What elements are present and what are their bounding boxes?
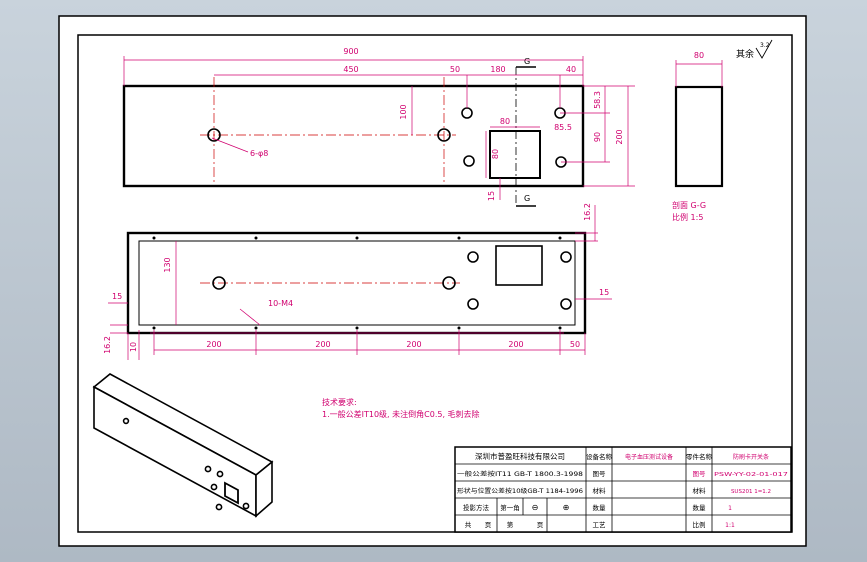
roughness-label: 其余 [736, 48, 754, 60]
quantity-value: 1 [728, 505, 732, 512]
sheet-symbol-icon: ⊕ [563, 503, 570, 512]
square-pocket [489, 130, 541, 179]
drawing-no-label-2: 图号 [693, 470, 707, 478]
roughness-symbol: 其余 3.2 [736, 39, 773, 60]
hole [467, 298, 479, 310]
scale-label: 比例 [693, 520, 706, 529]
dim-80-vertical: 80 [491, 149, 500, 159]
dim-front-spacing: 50 [570, 340, 580, 349]
material-value: SUS201 1=1.2 [731, 489, 771, 495]
part-value: 防刷卡开关条 [733, 453, 769, 461]
dim-vertical-100: 100 [399, 104, 408, 119]
roughness-value: 3.2 [760, 42, 770, 49]
side-view-outline [674, 85, 724, 188]
dim-front-spacing: 200 [206, 340, 221, 349]
dim-hole-spacing: 450 [343, 65, 358, 74]
total-label: 共 [465, 520, 472, 529]
page-label: 页 [485, 521, 492, 529]
tolerance-standard-2: 形状与位置公差按10级GB-T 1184-1996 [457, 487, 583, 495]
section-mark-top: G [524, 57, 530, 66]
title-block: 深圳市普盈旺科技有限公司 设备名称 电子血压测试设备 零件名称 防刷卡开关条 一… [454, 446, 792, 533]
process-label: 工艺 [593, 521, 607, 529]
dim-15: 15 [487, 191, 496, 201]
dim-front-130: 130 [163, 257, 172, 272]
dim-90: 90 [593, 132, 602, 142]
projection-label: 投影方法 [463, 503, 490, 512]
dim-front-15-left: 15 [112, 292, 122, 301]
hole [463, 155, 475, 167]
material-label: 材料 [593, 486, 607, 495]
dim-80-horizontal: 80 [500, 117, 510, 126]
sheet-label: 第一角 [500, 503, 520, 512]
hole [437, 128, 451, 142]
hole [560, 298, 572, 310]
scale-value: 1:1 [725, 522, 735, 529]
hole [207, 128, 221, 142]
tech-req-line1: 1.一般公差IT10级, 未注倒角C0.5, 毛刺去除 [322, 409, 480, 419]
part-label: 零件名称 [686, 452, 713, 461]
dim-front-spacing: 200 [406, 340, 421, 349]
side-view: 80 剖面 G-G 比例 1:5 [672, 51, 724, 222]
hole [467, 251, 479, 263]
dim-front-15-right: 15 [599, 288, 609, 297]
dim-side-thickness: 80 [694, 51, 704, 60]
section-scale: 比例 1:5 [672, 212, 703, 222]
tolerance-standard-1: 一般公差按IT11 GB-T 1800.3-1998 [457, 470, 583, 478]
hole-callout: 6-φ8 [250, 149, 268, 158]
dim-front-10: 10 [129, 342, 138, 352]
dim-front-16-2-top: 16.2 [583, 203, 592, 221]
hole [212, 276, 226, 290]
tech-req-title: 技术要求: [322, 397, 357, 407]
section-label: 剖面 G-G [672, 200, 706, 210]
isometric-view [92, 373, 274, 518]
no-label: 第 [507, 520, 514, 529]
section-mark-bottom: G [524, 194, 530, 203]
quantity-label-2: 数量 [693, 503, 707, 512]
dim-hole-offset: 50 [450, 65, 460, 74]
inner-border [77, 34, 793, 533]
front-view: 130 15 16.2 15 10-M4 16.2 10 200 200 200… [103, 203, 612, 360]
dim-front-spacing: 200 [315, 340, 330, 349]
dim-height: 200 [615, 129, 624, 144]
dim-85-5: 85.5 [554, 123, 572, 132]
page2-label: 页 [537, 521, 544, 529]
dim-front-16-2-bottom: 16.2 [103, 336, 112, 354]
company-name: 深圳市普盈旺科技有限公司 [475, 451, 565, 461]
front-view-inner [138, 240, 576, 326]
device-value: 电子血压测试设备 [625, 453, 673, 461]
quantity-label: 数量 [593, 503, 607, 512]
top-view-outline [122, 84, 585, 188]
hole [442, 276, 456, 290]
drawing-no-value: PSW-YY-02-01-017 [714, 472, 789, 478]
dim-hole-pitch: 180 [490, 65, 505, 74]
dim-edge: 40 [566, 65, 576, 74]
dim-front-spacing: 200 [508, 340, 523, 349]
drawing-no-label: 图号 [593, 470, 607, 478]
square-pocket [495, 245, 543, 286]
top-view: G G 900 450 50 18 [122, 47, 635, 207]
projection-symbol-icon: ⊖ [532, 503, 539, 512]
hole [560, 251, 572, 263]
device-label: 设备名称 [586, 452, 613, 461]
material-label-2: 材料 [693, 486, 707, 495]
dim-58-3: 58.3 [593, 91, 602, 109]
dim-overall-length: 900 [343, 47, 358, 56]
thread-callout: 10-M4 [268, 299, 293, 308]
